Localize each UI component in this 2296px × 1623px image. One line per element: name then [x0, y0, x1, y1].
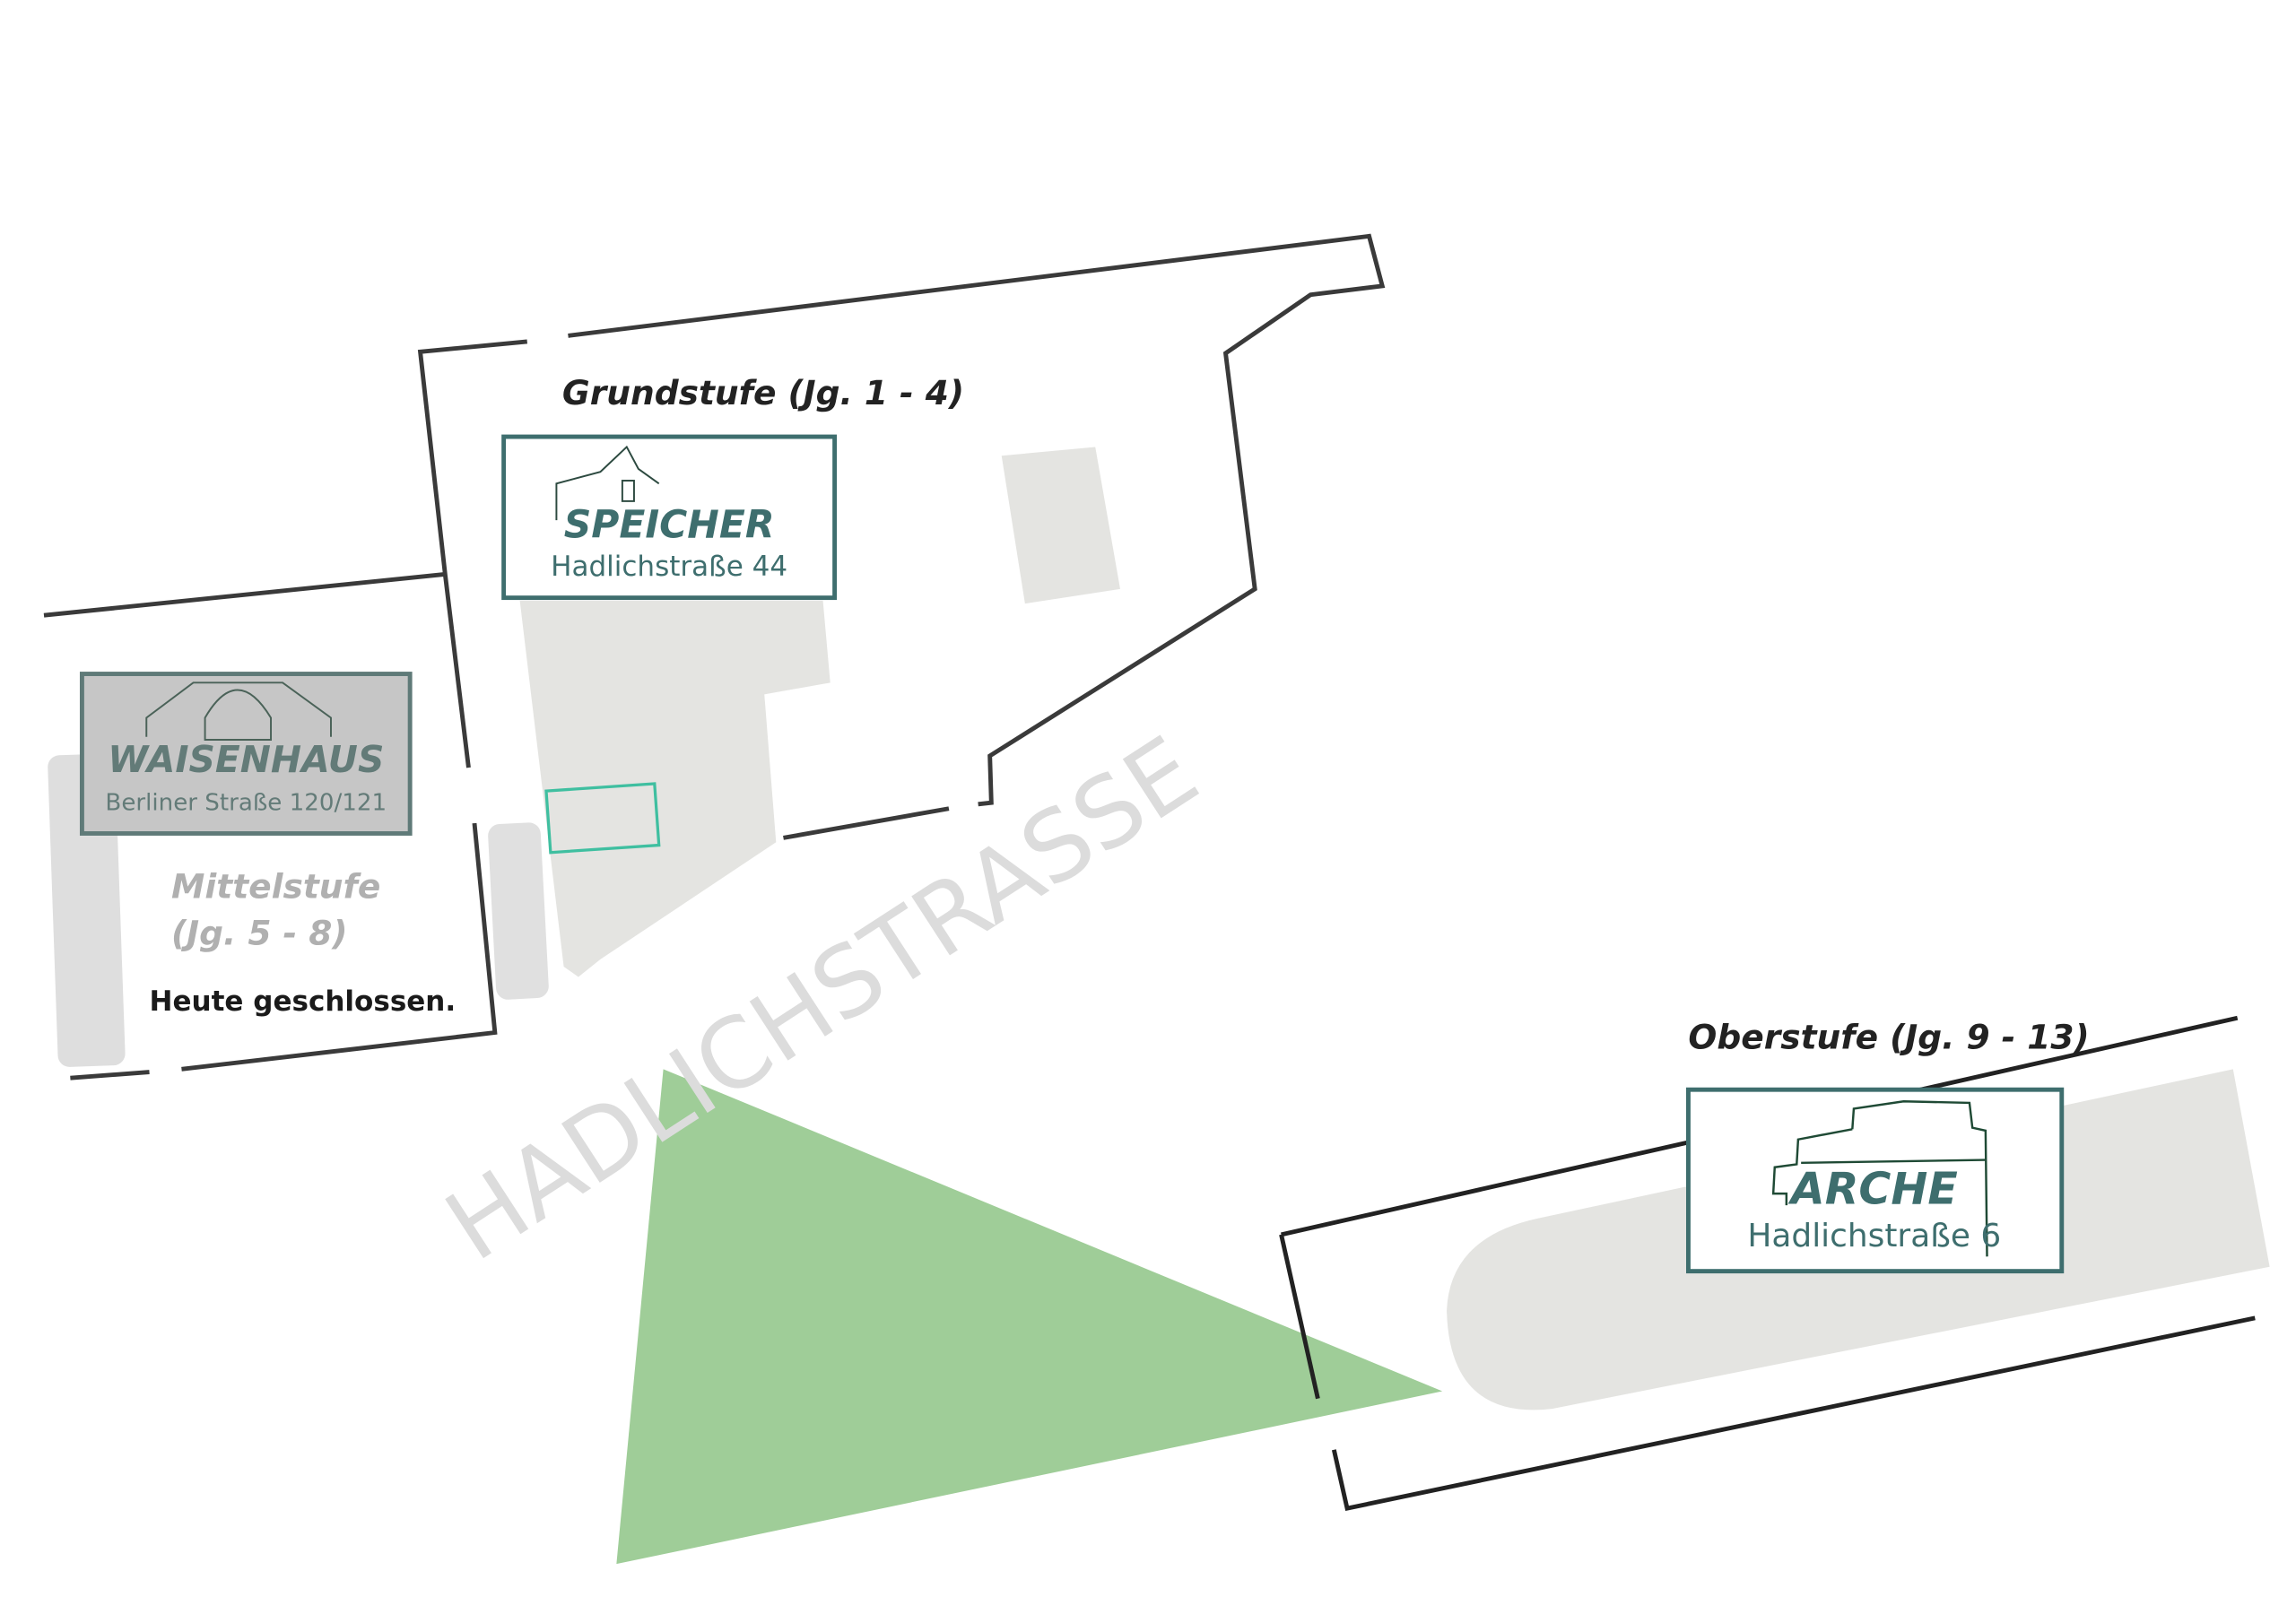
wall-waisenhaus-north — [43, 572, 444, 618]
grey-ground-strip — [488, 822, 549, 1000]
building-name-arche: ARCHE — [1787, 1164, 1958, 1215]
building-card-waisenhaus[interactable] — [79, 672, 413, 836]
status-closed: Heute geschlossen. — [150, 985, 457, 1018]
wall-waisenhaus-south — [70, 1070, 150, 1081]
wall-waisenhaus-east — [181, 822, 498, 1072]
building-address-speicher: Hadlichstraße 44 — [551, 551, 787, 583]
wall-speicher — [417, 339, 527, 768]
level-label-mittelstufe: Mittelstufe — [171, 866, 380, 906]
speicher-building-icon — [555, 445, 660, 521]
level-label-grundstufe: Grundstufe (Jg. 1 - 4) — [562, 373, 964, 412]
building-card-arche[interactable] — [1685, 1087, 2065, 1274]
green-area — [616, 1069, 1443, 1565]
level-grades-mittelstufe: (Jg. 5 - 8) — [171, 914, 347, 953]
grey-ground-block — [1001, 447, 1120, 604]
level-label-oberstufe: Oberstufe (Jg. 9 - 13) — [1688, 1017, 2089, 1056]
arche-building-icon — [1771, 1100, 1988, 1257]
wall-arche-west — [1279, 1234, 1320, 1400]
waisenhaus-building-icon — [145, 681, 332, 741]
wall-speicher-main — [568, 233, 1386, 807]
building-address-waisenhaus: Berliner Straße 120/121 — [105, 789, 387, 816]
wall-speicher-south — [783, 806, 950, 840]
building-name-speicher: SPEICHER — [564, 504, 775, 548]
grey-ground-speicher-yard — [519, 600, 831, 977]
building-address-arche: Hadlichstraße 6 — [1747, 1218, 2001, 1254]
building-name-waisenhaus: WAISENHAUS — [108, 738, 384, 781]
building-card-speicher[interactable] — [501, 434, 838, 601]
wall-arche-south — [1331, 1315, 2256, 1512]
marker-rect — [544, 782, 661, 855]
